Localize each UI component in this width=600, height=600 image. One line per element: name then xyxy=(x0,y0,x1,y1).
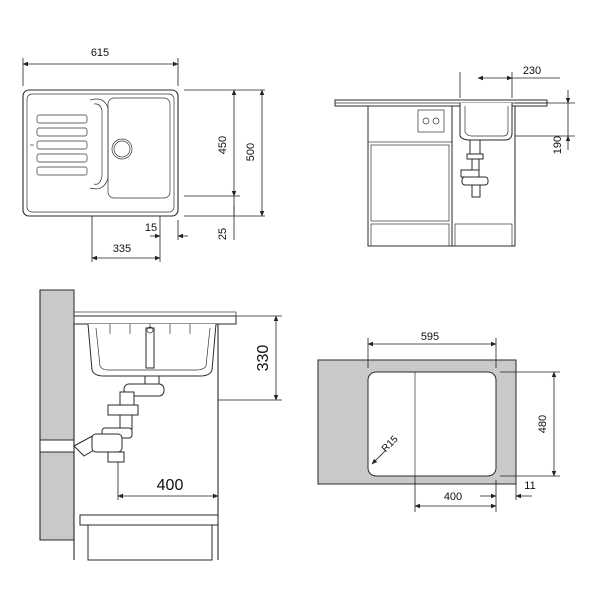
dim-25: 25 xyxy=(217,228,229,240)
cutout-view: R15 595 480 400 11 xyxy=(317,331,560,512)
drainer-grooves xyxy=(30,114,88,176)
dim-595: 595 xyxy=(421,331,439,343)
wall xyxy=(39,289,75,541)
dim-335: 335 xyxy=(113,243,131,255)
top-view: 615 450 500 25 15 335 xyxy=(22,47,265,262)
bowl-outline xyxy=(107,97,171,199)
dim-400-section: 400 xyxy=(157,477,184,494)
dim-480: 480 xyxy=(537,415,549,433)
sink-bowl-front xyxy=(459,103,513,141)
dim-190: 190 xyxy=(552,136,564,154)
countertop xyxy=(73,315,237,325)
cabinet-left xyxy=(367,105,453,247)
dim-11: 11 xyxy=(524,480,535,492)
drain-hole xyxy=(111,138,133,160)
dim-400-cutout: 400 xyxy=(444,491,462,503)
dim-330: 330 xyxy=(255,345,272,372)
dim-15: 15 xyxy=(145,222,157,234)
front-view: 230 190 xyxy=(334,65,575,247)
section-view: 330 400 xyxy=(39,289,282,561)
cutout xyxy=(367,371,497,477)
sink-outline xyxy=(22,89,179,217)
dim-615: 615 xyxy=(91,47,109,59)
dim-500: 500 xyxy=(245,143,257,161)
drain-trap-front xyxy=(460,139,489,198)
dim-230: 230 xyxy=(523,65,541,77)
dim-450: 450 xyxy=(217,136,229,154)
drain-trap-section xyxy=(73,375,165,463)
